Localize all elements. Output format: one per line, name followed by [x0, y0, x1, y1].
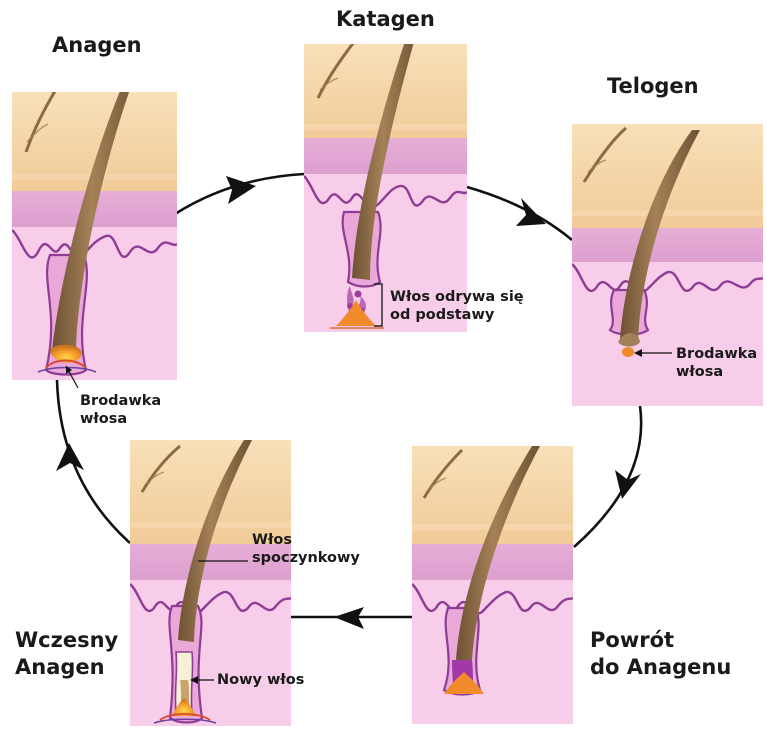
annotation-anagen-papilla: Brodawka włosa	[80, 392, 161, 428]
stage-title-powrot-do-anagenu: Powrót do Anagenu	[590, 629, 731, 679]
stage-title-anagen: Anagen	[52, 34, 142, 57]
panel-katagen	[304, 20, 467, 332]
annotation-katagen-detach-line1: Włos odrywa się	[390, 288, 524, 306]
stage-title-katagen: Katagen	[336, 8, 435, 31]
annotation-telogen-papilla-line2: włosa	[676, 363, 757, 381]
arrowhead-to-katagen	[226, 176, 256, 204]
annotation-resting-hair: Włos spoczynkowy	[252, 531, 360, 567]
arrowhead-to-anagen	[56, 443, 84, 471]
panel-anagen	[12, 56, 177, 380]
stage-title-powrot-line1: Powrót	[590, 629, 731, 652]
annotation-katagen-detach: Włos odrywa się od podstawy	[390, 288, 524, 324]
annotation-anagen-papilla-line2: włosa	[80, 410, 161, 428]
annotation-resting-hair-line2: spoczynkowy	[252, 549, 360, 567]
stage-title-wczesny-line2: Anagen	[15, 656, 118, 679]
stage-title-powrot-line2: do Anagenu	[590, 656, 731, 679]
stage-title-telogen: Telogen	[607, 75, 699, 98]
annotation-telogen-papilla: Brodawka włosa	[676, 345, 757, 381]
stage-title-wczesny-anagen: Wczesny Anagen	[15, 629, 118, 679]
annotation-telogen-papilla-line1: Brodawka	[676, 345, 757, 363]
annotation-anagen-papilla-line1: Brodawka	[80, 392, 161, 410]
annotation-new-hair: Nowy włos	[217, 671, 304, 689]
cycle-arc-right	[574, 406, 641, 547]
stage-title-wczesny-line1: Wczesny	[15, 629, 118, 652]
cycle-arc-top-right	[467, 187, 572, 240]
arrowhead-to-telogen	[516, 198, 546, 226]
panel-powrot	[412, 446, 573, 724]
annotation-katagen-detach-line2: od podstawy	[390, 306, 524, 324]
annotation-resting-hair-line1: Włos	[252, 531, 360, 549]
